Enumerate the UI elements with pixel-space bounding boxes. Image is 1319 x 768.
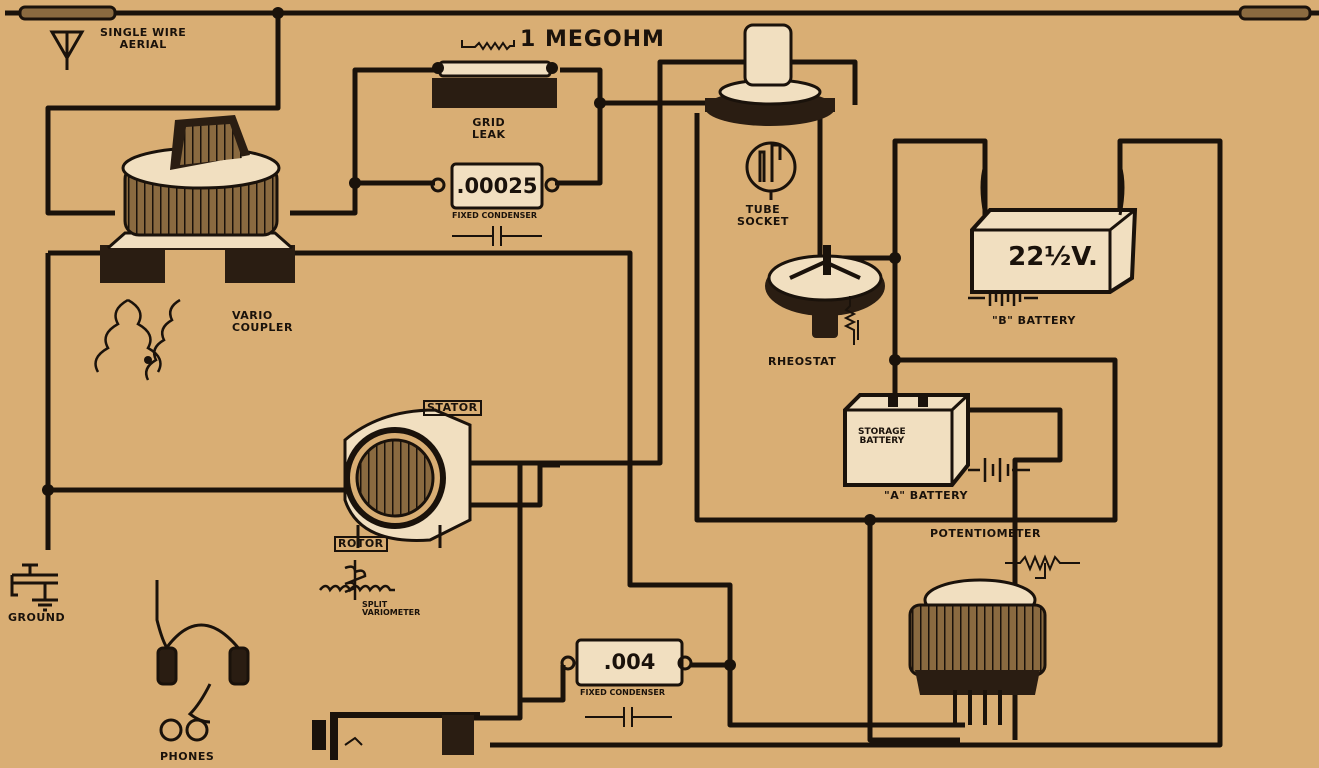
vacuum-tube-icon bbox=[745, 141, 797, 200]
rheostat-label: RHEOSTAT bbox=[768, 355, 837, 368]
variometer-icon bbox=[319, 408, 472, 600]
potentiometer-label: POTENTIOMETER bbox=[930, 527, 1042, 540]
vario-coupler-icon bbox=[94, 115, 295, 381]
capacitor-icon bbox=[430, 162, 560, 246]
jack-icon bbox=[312, 712, 480, 760]
headphones-icon bbox=[155, 580, 250, 742]
split-variometer-label: SPLIT VARIOMETER bbox=[362, 600, 421, 618]
potentiometer-icon bbox=[908, 554, 1080, 725]
phones-label: PHONES bbox=[160, 750, 215, 763]
fixed-condenser-2-value: .004 bbox=[603, 650, 656, 674]
rheostat-icon bbox=[765, 245, 885, 345]
tube-socket-label: TUBE SOCKET bbox=[737, 203, 789, 228]
ground-label: GROUND bbox=[8, 611, 66, 624]
tube-socket-icon bbox=[705, 23, 835, 126]
megohm-label: 1 MEGOHM bbox=[520, 27, 665, 52]
rotor-label: ROTOR bbox=[334, 536, 388, 552]
fixed-condenser-1-value: .00025 bbox=[456, 174, 538, 198]
a-battery-icon bbox=[843, 393, 1030, 487]
grid-leak-resistor-icon bbox=[432, 40, 558, 108]
storage-battery-label: STORAGE BATTERY bbox=[858, 427, 906, 447]
stator-label: STATOR bbox=[423, 400, 482, 416]
ground-faucet-icon bbox=[10, 563, 58, 612]
a-battery-label: "A" BATTERY bbox=[884, 489, 968, 502]
aerial-label: SINGLE WIRE AERIAL bbox=[100, 26, 187, 51]
b-battery-icon bbox=[968, 164, 1138, 306]
fixed-condenser-2-label: FIXED CONDENSER bbox=[580, 688, 666, 697]
antenna-icon bbox=[18, 5, 1312, 70]
b-battery-label: "B" BATTERY bbox=[992, 314, 1076, 327]
junctions bbox=[42, 7, 901, 671]
vario-coupler-label: VARIO COUPLER bbox=[232, 309, 293, 334]
fixed-condenser-1-label: FIXED CONDENSER bbox=[452, 211, 538, 220]
b-battery-value: 22½V. bbox=[1008, 242, 1098, 272]
grid-leak-label: GRID LEAK bbox=[472, 116, 506, 141]
capacitor-icon bbox=[560, 638, 693, 727]
